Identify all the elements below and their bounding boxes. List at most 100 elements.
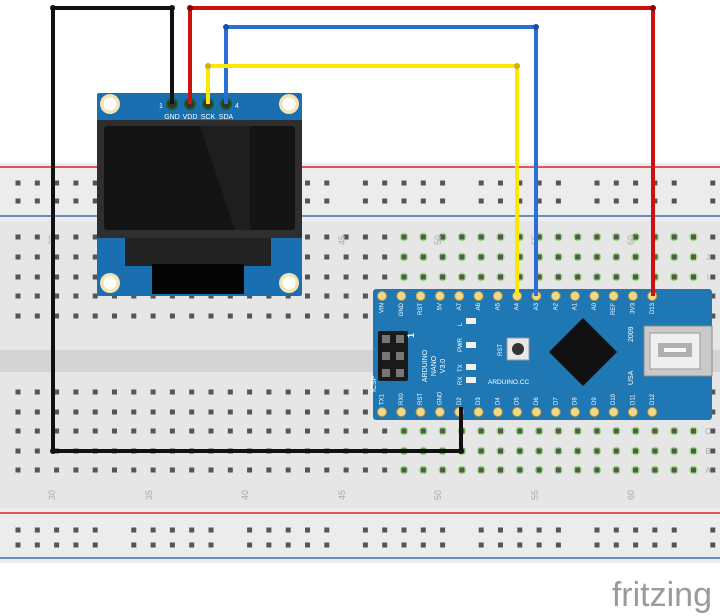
- nano-bottom-pin: [473, 407, 484, 417]
- nano-bottom-pin: [415, 407, 426, 417]
- terminal-hole: [324, 234, 330, 240]
- terminal-hole: [227, 313, 233, 319]
- terminal-hole: [189, 428, 195, 434]
- terminal-hole: [34, 254, 40, 260]
- rail-hole: [266, 527, 272, 533]
- rail-hole: [362, 198, 368, 204]
- terminal-hole: [691, 234, 696, 240]
- terminal-hole: [536, 274, 542, 280]
- terminal-hole: [285, 389, 291, 395]
- led-pwr: [466, 342, 476, 348]
- terminal-hole: [15, 274, 21, 280]
- rail-hole: [401, 198, 407, 204]
- nano-bottom-pin-label: D5: [515, 397, 521, 405]
- rail-hole: [633, 527, 639, 533]
- terminal-hole: [613, 234, 619, 240]
- rail-hole: [362, 180, 368, 186]
- terminal-hole: [92, 389, 98, 395]
- terminal-hole: [710, 428, 716, 434]
- terminal-hole: [305, 254, 310, 260]
- terminal-hole: [517, 467, 523, 473]
- led-label-pwr: PWR: [458, 337, 464, 352]
- terminal-hole: [555, 467, 561, 473]
- terminal-hole: [440, 467, 446, 473]
- rail-hole: [420, 180, 426, 186]
- terminal-hole: [112, 467, 117, 473]
- terminal-hole: [420, 254, 426, 260]
- rail-hole: [305, 527, 310, 533]
- terminal-hole: [343, 254, 349, 260]
- terminal-hole: [498, 467, 503, 473]
- terminal-hole: [343, 467, 349, 473]
- rail-hole: [498, 180, 503, 186]
- column-number: 35: [144, 490, 154, 500]
- rail-hole: [285, 527, 291, 533]
- terminal-hole: [633, 254, 639, 260]
- rail-hole: [440, 527, 446, 533]
- rail-hole: [710, 180, 716, 186]
- rail-hole: [671, 198, 677, 204]
- column-number: 60: [626, 235, 636, 245]
- terminal-hole: [54, 274, 60, 280]
- terminal-hole: [478, 274, 484, 280]
- nano-bottom-pin-label: D10: [611, 393, 617, 405]
- nano-top-pin: [434, 291, 445, 301]
- terminal-hole: [305, 467, 310, 473]
- terminal-hole: [324, 428, 330, 434]
- terminal-hole: [189, 467, 195, 473]
- rail-hole: [382, 542, 388, 548]
- terminal-hole: [594, 254, 600, 260]
- rail-hole: [613, 198, 619, 204]
- terminal-hole: [498, 234, 503, 240]
- nano-top-pin-label: D13: [650, 302, 656, 314]
- nano-bottom-pin: [589, 407, 600, 417]
- terminal-hole: [305, 313, 310, 319]
- rail-hole: [401, 542, 407, 548]
- terminal-hole: [633, 428, 639, 434]
- terminal-hole: [633, 274, 639, 280]
- rail-hole: [671, 180, 677, 186]
- rail-hole: [498, 527, 503, 533]
- terminal-hole: [362, 234, 368, 240]
- oled-ribbon: [125, 238, 271, 266]
- terminal-hole: [710, 293, 716, 299]
- column-number: 50: [433, 490, 443, 500]
- rail-hole: [131, 542, 137, 548]
- terminal-hole: [305, 293, 310, 299]
- terminal-hole: [691, 428, 696, 434]
- nano-bottom-pin-label: D6: [534, 397, 540, 405]
- terminal-hole: [73, 293, 79, 299]
- nano-top-pin-label: GND: [399, 302, 405, 316]
- wire-gnd-black: [51, 6, 463, 453]
- terminal-hole: [710, 234, 716, 240]
- rail-hole: [54, 198, 60, 204]
- column-number: 30: [47, 490, 57, 500]
- terminal-hole: [247, 467, 253, 473]
- rst-button-label: RST: [498, 344, 504, 356]
- terminal-hole: [362, 313, 368, 319]
- terminal-hole: [459, 254, 465, 260]
- usb-connector: [643, 325, 713, 377]
- terminal-hole: [227, 428, 233, 434]
- oled-screen: [104, 126, 295, 230]
- terminal-hole: [73, 313, 79, 319]
- terminal-hole: [362, 274, 368, 280]
- terminal-hole: [34, 389, 40, 395]
- terminal-hole: [710, 313, 716, 319]
- terminal-hole: [710, 254, 716, 260]
- rail-hole: [594, 542, 600, 548]
- terminal-hole: [362, 293, 368, 299]
- nano-top-pin: [608, 291, 619, 301]
- led-l: [466, 318, 476, 324]
- nano-top-pin-label: REF: [611, 303, 617, 315]
- terminal-hole: [169, 467, 175, 473]
- nano-top-pin-label: RST: [418, 303, 424, 315]
- terminal-hole: [401, 234, 407, 240]
- rail-hole: [652, 527, 658, 533]
- terminal-hole: [575, 274, 581, 280]
- rail-hole: [401, 180, 407, 186]
- terminal-hole: [652, 448, 658, 454]
- nano-top-pin-label: 5V: [437, 303, 443, 310]
